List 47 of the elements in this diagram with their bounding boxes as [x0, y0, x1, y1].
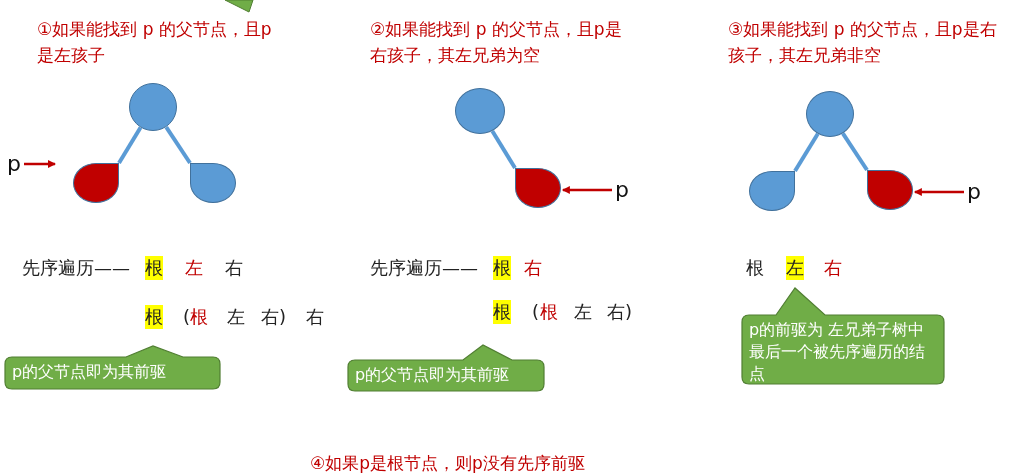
traversal-text: 右	[824, 256, 842, 280]
traversal-text: 左	[574, 300, 592, 324]
branch-line	[164, 125, 192, 165]
tree-node	[515, 168, 561, 208]
traversal-text: 先序遍历——	[22, 256, 130, 280]
traversal-text: 左	[227, 305, 245, 329]
branch-line	[793, 132, 820, 173]
highlighted-text: 根	[145, 256, 163, 280]
branch-line	[841, 132, 869, 172]
branch-line	[490, 130, 517, 170]
case-heading: ①如果能找到 p 的父节点，且p是左孩子	[37, 18, 273, 67]
highlighted-text: 根	[493, 256, 511, 280]
traversal-text: 先序遍历——	[370, 256, 478, 280]
tree-node	[73, 163, 119, 203]
traversal-text: 右	[524, 256, 542, 280]
arrow	[561, 186, 612, 194]
pointer-label: p	[614, 177, 630, 203]
highlighted-text: 左	[786, 256, 804, 280]
traversal-text: 右	[306, 305, 324, 329]
tree-node	[129, 83, 177, 131]
traversal-text: 根	[540, 300, 558, 324]
callout-box: p的父节点即为其前驱	[347, 344, 545, 392]
tree-node	[455, 88, 505, 134]
arrow	[913, 188, 964, 196]
callout-box: p的父节点即为其前驱	[4, 345, 221, 390]
pointer-label: p	[966, 179, 982, 205]
traversal-text: (	[183, 305, 191, 329]
case-heading: ③如果能找到 p 的父节点，且p是右孩子，其左兄弟非空	[728, 18, 998, 67]
highlighted-text: 根	[145, 305, 163, 329]
pointer-label: p	[6, 151, 22, 177]
case-heading: ②如果能找到 p 的父节点，且p是右孩子，其左兄弟为空	[370, 18, 623, 67]
traversal-text: 右	[225, 256, 243, 280]
traversal-text: 根	[746, 256, 764, 280]
traversal-text: 右)	[607, 300, 633, 324]
callout-box: p的前驱为 左兄弟子树中最后一个被先序遍历的结点	[741, 287, 945, 385]
traversal-text: 右)	[261, 305, 287, 329]
traversal-text: (	[532, 300, 540, 324]
traversal-text: 左	[185, 256, 203, 280]
tree-node	[867, 170, 913, 210]
case-heading: ④如果p是根节点，则p没有先序前驱	[310, 452, 585, 475]
tree-node	[190, 163, 236, 203]
tree-node	[749, 171, 795, 211]
traversal-text: 根	[190, 305, 208, 329]
branch-line	[117, 126, 143, 165]
tree-node	[806, 91, 854, 137]
highlighted-text: 根	[493, 300, 511, 324]
arrow	[24, 160, 56, 168]
